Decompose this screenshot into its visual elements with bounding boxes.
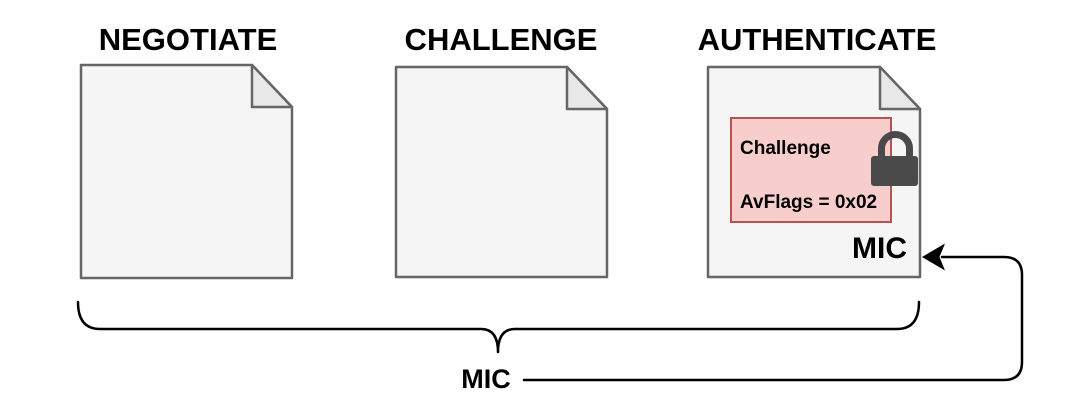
document-page <box>79 63 294 280</box>
stage-label-authenticate: AUTHENTICATE <box>697 22 937 57</box>
challenge-payload-title: Challenge <box>740 138 831 159</box>
negotiate-document <box>79 63 294 280</box>
stage-label-negotiate: NEGOTIATE <box>98 22 278 57</box>
mic-scope-brace <box>76 300 921 354</box>
brace-mic-label: MIC <box>461 364 511 394</box>
mic-arrowhead-icon <box>922 243 945 271</box>
document-fold-corner <box>565 65 609 111</box>
lock-body <box>871 156 918 186</box>
stage-label-challenge: CHALLENGE <box>404 22 598 57</box>
challenge-payload-detail: AvFlags = 0x02 <box>740 192 878 213</box>
challenge-document <box>394 65 609 279</box>
document-mic-label: MIC <box>852 232 907 265</box>
document-page <box>394 65 609 279</box>
document-fold-corner <box>250 63 294 109</box>
lock-icon <box>871 131 918 186</box>
document-fold-corner <box>878 65 922 111</box>
lock-shackle <box>878 131 913 160</box>
mic-arrow-line <box>522 255 1024 382</box>
